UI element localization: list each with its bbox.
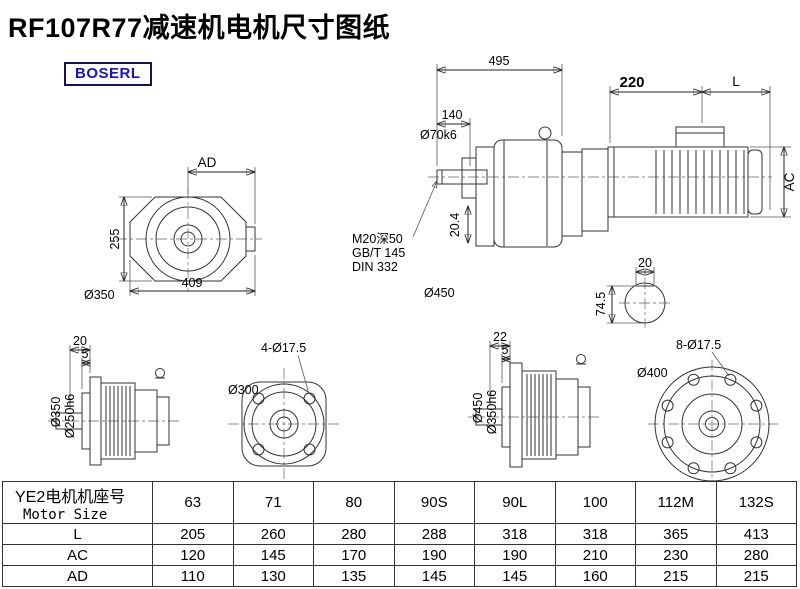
table-header-size: 80: [313, 481, 395, 524]
page-title: RF107R77减速机电机尺寸图纸: [8, 13, 391, 43]
dim-L: L: [732, 74, 740, 89]
table-cell: 365: [635, 523, 717, 545]
row-label: AC: [2, 544, 153, 566]
dim-AD: AD: [198, 155, 217, 170]
dim-dia250h6: Ø250h6: [63, 394, 77, 439]
flange-front-view-large: 8-Ø17.5 Ø400: [637, 338, 778, 488]
table-header-size: 90L: [474, 481, 556, 524]
dim-bolt-holes-8: 8-Ø17.5: [676, 338, 721, 352]
header-label-en: Motor Size: [23, 506, 108, 523]
table-header-size: 132S: [715, 481, 797, 524]
gearbox-front-view: AD 255 409 Ø350: [84, 155, 262, 302]
table-header-size: 71: [232, 481, 314, 524]
dim-AC: AC: [782, 172, 797, 191]
dim-dia300: Ø300: [228, 383, 259, 397]
dim-dia350: Ø350: [84, 288, 115, 302]
table-cell: 190: [474, 544, 556, 566]
dim-140: 140: [442, 108, 463, 122]
table-cell: 280: [313, 523, 395, 545]
thread-spec-line1: M20深50: [352, 232, 403, 246]
table-cell: 215: [715, 565, 797, 587]
dim-495: 495: [489, 54, 510, 68]
dim-20: 20: [73, 334, 87, 348]
table-row-AD: AD 110 130 135 145 145 160 215 215: [2, 565, 797, 587]
table-cell: 135: [313, 565, 395, 587]
table-cell: 230: [635, 544, 717, 566]
table-cell: 145: [232, 544, 314, 566]
table-cell: 280: [715, 544, 797, 566]
dim-dia350h6: Ø350h6: [485, 390, 499, 435]
dim-409: 409: [182, 276, 203, 290]
table-cell: 170: [313, 544, 395, 566]
table-row-AC: AC 120 145 170 190 190 210 230 280: [2, 544, 797, 566]
dim-5b: 5: [502, 343, 509, 357]
dim-74-5: 74.5: [594, 292, 608, 316]
table-header-motor-size: YE2电机机座号 Motor Size: [2, 481, 153, 524]
dim-220: 220: [619, 74, 644, 91]
table-header-row: YE2电机机座号 Motor Size 63 71 80 90S 90L 100…: [2, 481, 797, 524]
dim-dia350-flange: Ø350: [49, 397, 63, 428]
dim-22: 22: [493, 330, 507, 344]
table-cell: 190: [393, 544, 475, 566]
dim-dia400: Ø400: [637, 366, 668, 380]
dim-20-4: 20.4: [448, 213, 462, 237]
dim-dia450-flange: Ø450: [471, 393, 485, 424]
table-header-size: 90S: [393, 481, 475, 524]
table-header-size: 63: [152, 481, 234, 524]
table-row-L: L 205 260 280 288 318 318 365 413: [2, 523, 797, 545]
table-cell: 260: [232, 523, 314, 545]
dim-255: 255: [108, 229, 122, 250]
table-header-size: 100: [554, 481, 636, 524]
table-cell: 413: [715, 523, 797, 545]
table-cell: 288: [393, 523, 475, 545]
thread-spec-line3: DIN 332: [352, 260, 398, 274]
flange-front-view-small: 4-Ø17.5 Ø300: [228, 341, 340, 480]
flange-gearbox-side-view-large: 22 5 Ø450 Ø350h6: [468, 330, 600, 468]
table-cell: 210: [554, 544, 636, 566]
dim-bolt-holes-4: 4-Ø17.5: [261, 341, 306, 355]
table-cell: 145: [393, 565, 475, 587]
header-label-cn: YE2电机机座号: [15, 488, 126, 506]
brand-logo: BOSERL: [64, 62, 152, 86]
gearmotor-side-view: 495 140 Ø70k6 220 L AC M20深50 GB/T 145 D…: [352, 54, 797, 328]
dim-5: 5: [82, 347, 89, 361]
table-header-size: 112M: [635, 481, 717, 524]
motor-size-table: YE2电机机座号 Motor Size 63 71 80 90S 90L 100…: [2, 481, 797, 587]
row-label: AD: [2, 565, 153, 587]
dim-dia450: Ø450: [424, 286, 455, 300]
table-cell: 160: [554, 565, 636, 587]
dim-shaft-dia: Ø70k6: [420, 128, 457, 142]
dim-key-20: 20: [638, 256, 652, 270]
table-cell: 318: [474, 523, 556, 545]
table-cell: 145: [474, 565, 556, 587]
table-cell: 318: [554, 523, 636, 545]
row-label: L: [2, 523, 153, 545]
table-cell: 130: [232, 565, 314, 587]
table-cell: 205: [152, 523, 234, 545]
table-cell: 120: [152, 544, 234, 566]
flange-gearbox-side-view-small: 20 5 Ø350 Ø250h6: [48, 334, 180, 466]
thread-spec-line2: GB/T 145: [352, 246, 405, 260]
table-cell: 215: [635, 565, 717, 587]
table-cell: 110: [152, 565, 234, 587]
